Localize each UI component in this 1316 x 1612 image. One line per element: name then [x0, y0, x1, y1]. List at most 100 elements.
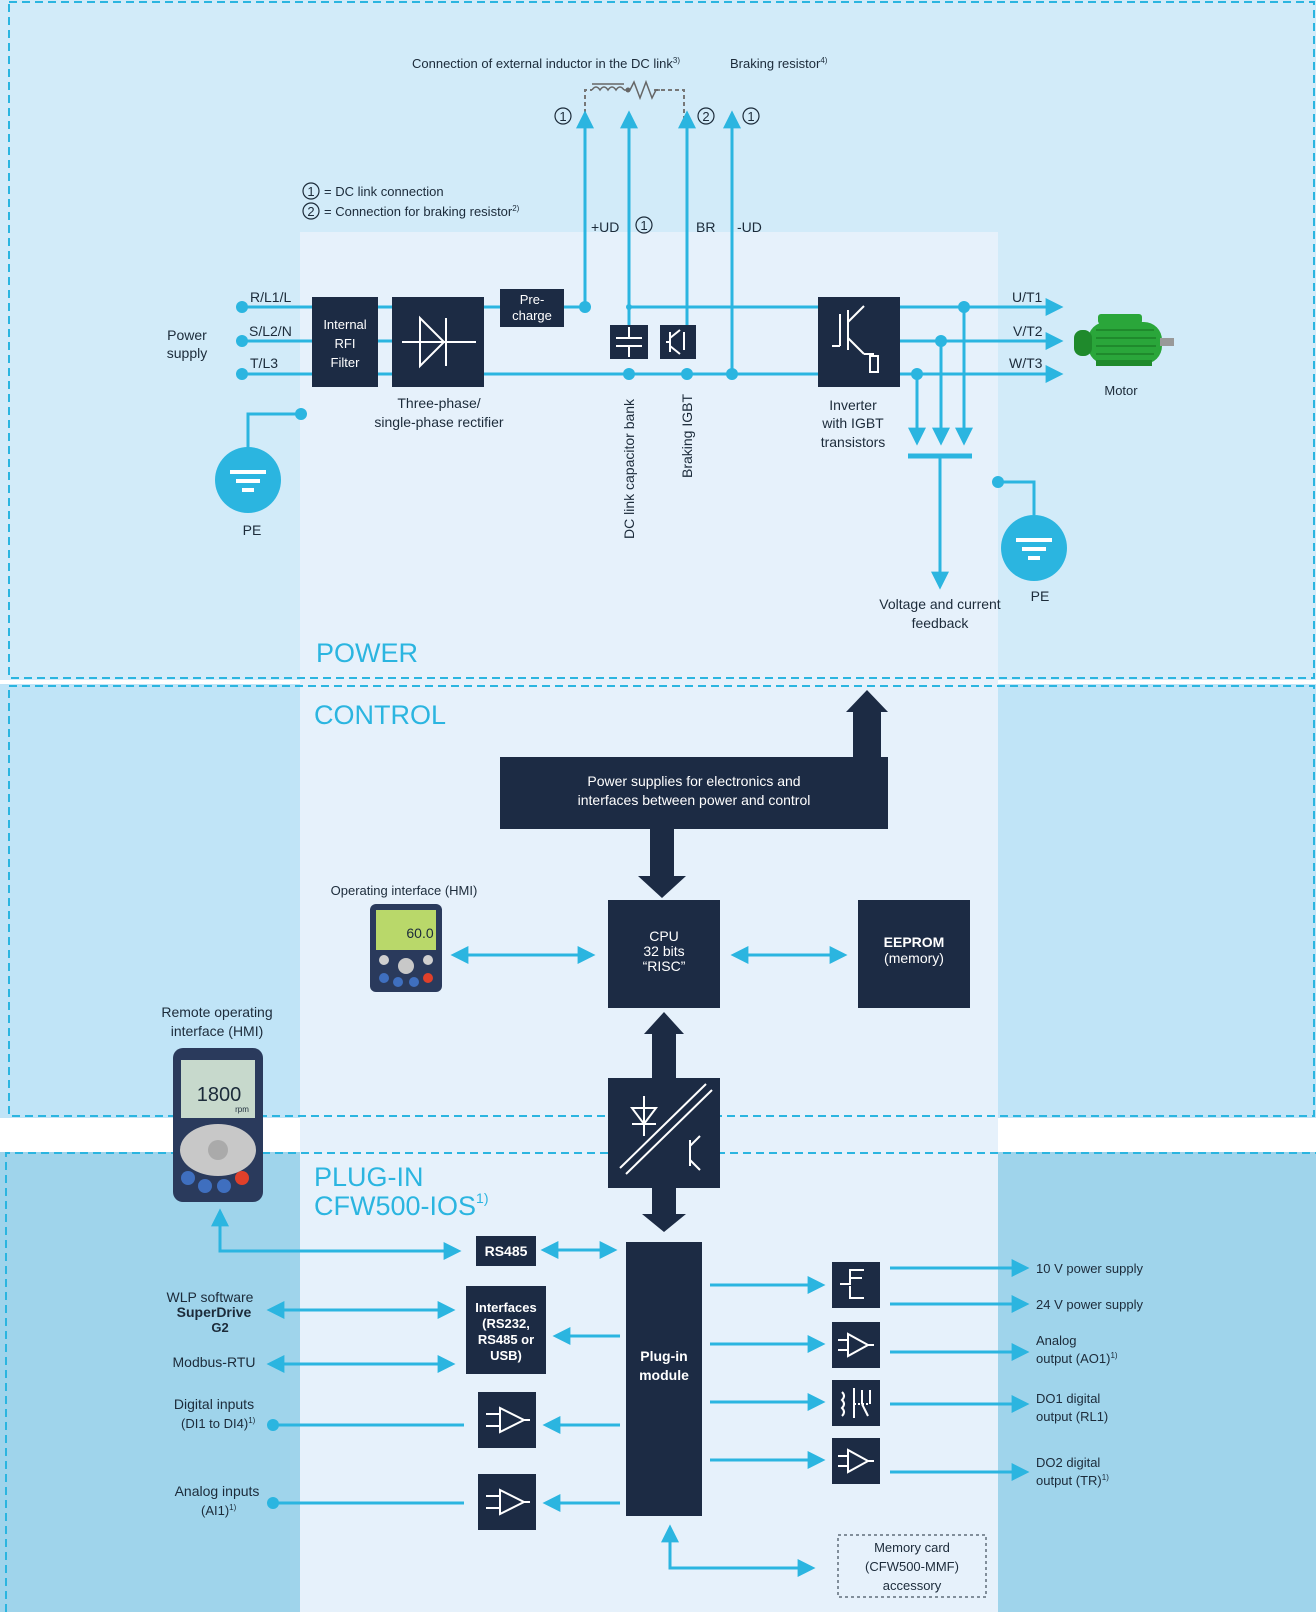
marker-2-top: 2	[697, 107, 715, 125]
ground-left-icon	[215, 447, 281, 513]
braking-resistor-label: Braking resistor4)	[730, 56, 828, 71]
do2-l1: DO2 digital	[1036, 1455, 1100, 1470]
analog-out-l2: output (AO1)1)	[1036, 1351, 1118, 1366]
out-24v-label: 24 V power supply	[1036, 1297, 1143, 1312]
remote-hmi-image: 1800 rpm	[173, 1048, 263, 1202]
digital-inputs-l1: Digital inputs	[174, 1396, 254, 1412]
out-u-label: U/T1	[1012, 289, 1043, 305]
pe-right-wire	[998, 480, 1036, 515]
legend-braking-resistor: 2 = Connection for braking resistor2)	[302, 202, 520, 220]
cpu-isolation-arrow	[644, 1012, 684, 1078]
module-l2: module	[639, 1367, 689, 1383]
svg-text:60.0: 60.0	[406, 925, 433, 941]
rfi-l3: Filter	[331, 355, 361, 370]
digital-inputs-l2: (DI1 to DI4)1)	[181, 1416, 256, 1431]
cap-bottom-node	[623, 368, 635, 380]
svg-text:rpm: rpm	[235, 1105, 249, 1114]
memory-l2: (CFW500-MMF)	[865, 1559, 959, 1574]
plugin-border	[5, 1152, 1316, 1612]
interfaces-l3: RS485 or	[478, 1332, 534, 1347]
precharge-block	[500, 289, 564, 327]
plugin-title-l1: PLUG-IN	[314, 1162, 424, 1192]
hmi-keypad-image: 60.0	[370, 904, 442, 992]
do1-l1: DO1 digital	[1036, 1391, 1100, 1406]
igbt-transistor-icon	[832, 305, 879, 373]
control-title: CONTROL	[314, 700, 446, 730]
braking-igbt-icon	[666, 329, 685, 355]
svg-text:1: 1	[559, 109, 566, 124]
legend-dc-link: 1 = DC link connection	[302, 182, 444, 200]
cap-top-node	[626, 304, 632, 310]
relay-icon	[840, 1388, 871, 1418]
inverter-l3: transistors	[821, 434, 886, 450]
power-supply-l2: supply	[167, 345, 207, 361]
precharge-l1: Pre-	[520, 292, 545, 307]
svg-text:1: 1	[640, 218, 647, 233]
pe-right-terminal	[992, 476, 1004, 488]
interfaces-l1: Interfaces	[475, 1300, 536, 1315]
power-supply-l1: Power	[167, 327, 207, 343]
interfaces-l4: USB)	[490, 1348, 522, 1363]
psu-l2: interfaces between power and control	[578, 792, 811, 808]
svg-text:2: 2	[702, 109, 709, 124]
analog-out-buffer-icon	[838, 1332, 874, 1358]
phase-s-terminal	[236, 335, 248, 347]
eeprom-l2: (memory)	[884, 950, 944, 966]
resistor-icon	[624, 79, 660, 101]
phase-r-terminal	[236, 301, 248, 313]
memory-l1: Memory card	[874, 1540, 950, 1555]
rectifier-l2: single-phase rectifier	[374, 414, 504, 430]
svg-text:= DC link connection: = DC link connection	[324, 184, 444, 199]
marker-1-left: 1	[554, 107, 572, 125]
capacitor-bank-label: DC link capacitor bank	[621, 398, 637, 539]
memory-card-link	[661, 1524, 816, 1577]
do2-buffer-icon	[838, 1448, 874, 1474]
analog-inputs-l1: Analog inputs	[175, 1483, 260, 1499]
svg-text:1: 1	[307, 184, 314, 199]
feedback-l1: Voltage and current	[879, 596, 1001, 612]
out-v-label: V/T2	[1013, 323, 1043, 339]
eeprom-block	[858, 900, 970, 1008]
interfaces-block	[466, 1286, 546, 1374]
psu-l1: Power supplies for electronics and	[587, 773, 800, 789]
digital-input-buffer-icon	[486, 1406, 530, 1434]
remote-hmi-rs485-link	[211, 1208, 462, 1260]
rectifier-l1: Three-phase/	[397, 395, 480, 411]
rs485-block	[476, 1236, 536, 1266]
power-border	[8, 1, 1315, 679]
pe-left-terminal	[295, 408, 307, 420]
dc-inductor-label: Connection of external inductor in the D…	[412, 56, 680, 71]
isolation-block	[608, 1078, 720, 1188]
feedback-l2: feedback	[912, 615, 970, 631]
power-title: POWER	[316, 638, 418, 668]
svg-text:2: 2	[307, 204, 314, 219]
plus-ud-label: +UD	[591, 219, 619, 235]
hmi-label: Operating interface (HMI)	[331, 883, 478, 898]
motor-icon	[1074, 314, 1174, 366]
cpu-l1: CPU	[649, 928, 679, 944]
marker-1-cap: 1	[635, 216, 653, 234]
pe-left-wire	[246, 412, 301, 450]
wlp-l1: WLP software	[167, 1289, 254, 1305]
braking-igbt-block	[660, 325, 696, 359]
svg-text:1800: 1800	[197, 1084, 242, 1106]
plugin-title-l2: CFW500-IOS1)	[314, 1190, 488, 1221]
remote-hmi-l2: interface (HMI)	[171, 1023, 264, 1039]
cpu-l3: “RISC”	[643, 958, 686, 974]
motor-label: Motor	[1104, 383, 1138, 398]
minus-ud-label: -UD	[737, 219, 762, 235]
wlp-l2: SuperDrive	[177, 1304, 252, 1320]
plus-ud-node	[579, 301, 591, 313]
cpu-l2: 32 bits	[643, 943, 684, 959]
marker-1-right: 1	[742, 107, 760, 125]
interfaces-l2: (RS232,	[482, 1316, 530, 1331]
power-supply-out-icon	[840, 1269, 864, 1299]
inverter-l2: with IGBT	[821, 415, 884, 431]
phase-t-terminal	[236, 368, 248, 380]
analog-out-l1: Analog	[1036, 1333, 1076, 1348]
inductor-icon	[591, 83, 625, 92]
phase-r-label: R/L1/L	[250, 289, 291, 305]
braking-igbt-label: Braking IGBT	[679, 394, 695, 478]
wlp-l3: G2	[211, 1320, 228, 1335]
